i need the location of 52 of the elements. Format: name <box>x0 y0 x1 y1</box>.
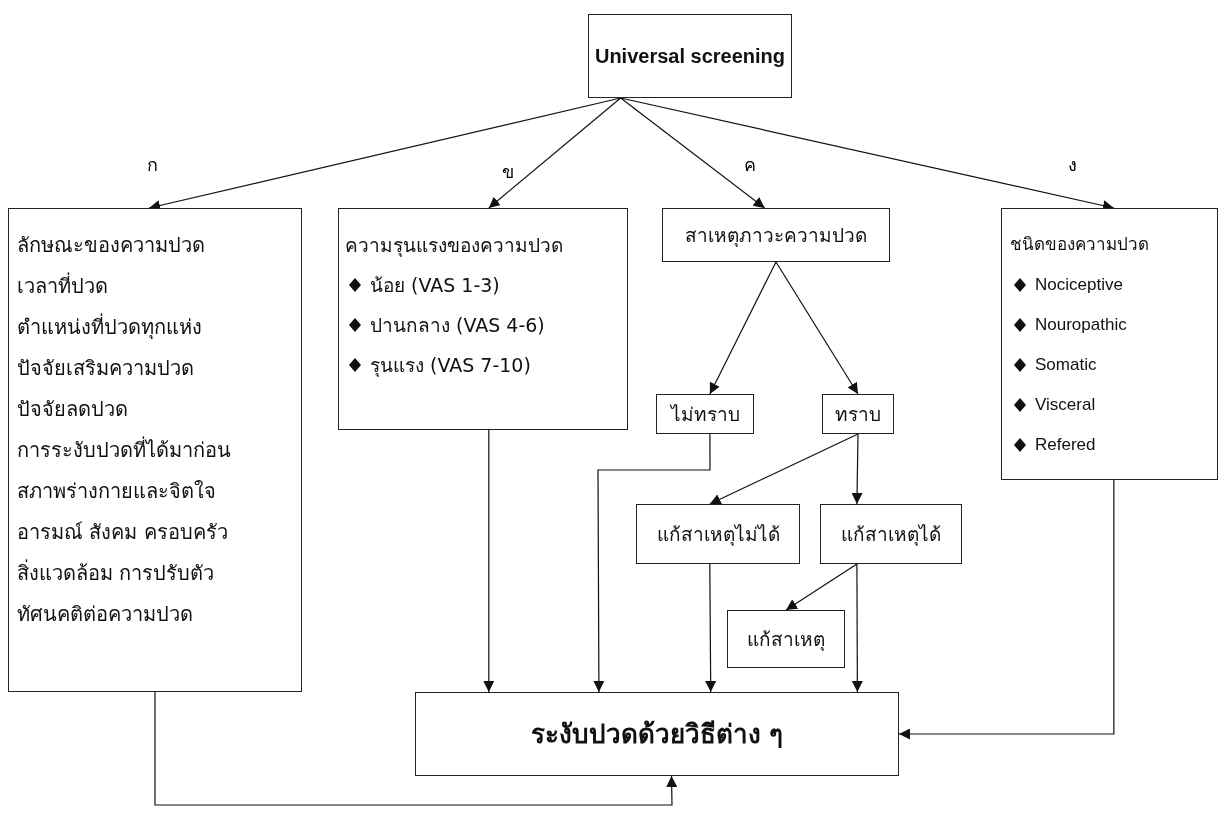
node-text: ลักษณะของความปวด <box>17 232 205 259</box>
node-text: Refered <box>1035 434 1096 456</box>
node-text: Nociceptive <box>1035 274 1123 296</box>
arrow <box>775 261 859 395</box>
node-text: อารมณ์ สังคม ครอบครัว <box>17 519 228 546</box>
node-text: สาเหตุภาวะความปวด <box>685 223 867 249</box>
process-box <box>8 208 302 692</box>
process-box <box>588 14 792 98</box>
node-text: Nouropathic <box>1035 314 1127 336</box>
node-text: Somatic <box>1035 354 1097 376</box>
node-text: ระงับปวดด้วยวิธีต่าง ๆ <box>531 719 783 749</box>
arrow <box>483 429 495 693</box>
node-text: ทราบ <box>835 402 881 427</box>
arrow <box>851 563 863 693</box>
node-text: ปัจจัยเสริมความปวด <box>17 355 194 382</box>
node-text: ตำแหน่งที่ปวดทุกแห่ง <box>17 312 202 342</box>
arrow <box>785 563 858 611</box>
arrow <box>154 691 678 806</box>
arrow <box>709 433 859 505</box>
arrow <box>898 479 1115 740</box>
arrow <box>709 261 777 395</box>
process-box <box>415 692 899 776</box>
node-text: สภาพร่างกายและจิตใจ <box>17 478 216 505</box>
node-text: รุนแรง (VAS 7-10) <box>370 353 531 379</box>
arrow <box>488 97 622 209</box>
node-text: เวลาที่ปวด <box>17 271 108 300</box>
node-text: ทัศนคติต่อความปวด <box>17 601 193 628</box>
arrow <box>620 97 766 209</box>
process-box <box>820 504 962 564</box>
process-box <box>822 394 894 434</box>
node-text: ความรุนแรงของความปวด <box>345 233 563 259</box>
node-text: แก้สาเหตุได้ <box>841 522 941 548</box>
node-text: ปานกลาง (VAS 4-6) <box>370 313 545 338</box>
node-text: ไม่ทราบ <box>670 402 740 427</box>
node-text: แก้สาเหตุไม่ได้ <box>656 522 780 548</box>
node-text: น้อย (VAS 1-3) <box>370 273 500 298</box>
node-text: ปัจจัยลดปวด <box>17 396 128 423</box>
node-text: แก้สาเหตุ <box>747 627 825 653</box>
node-text: สิ่งแวดล้อม การปรับตัว <box>17 558 215 587</box>
arrow <box>705 563 717 693</box>
process-box <box>1001 208 1218 480</box>
node-text: Visceral <box>1035 394 1096 416</box>
process-box <box>656 394 754 434</box>
node-text: ชนิดของความปวด <box>1010 234 1149 256</box>
process-box <box>338 208 628 430</box>
process-box <box>662 208 890 262</box>
process-box <box>636 504 800 564</box>
process-box <box>727 610 845 668</box>
node-text: การระงับปวดที่ได้มาก่อน <box>17 435 231 464</box>
node-text: Universal screening <box>594 44 786 69</box>
arrow <box>593 433 711 693</box>
arrow <box>851 433 863 505</box>
